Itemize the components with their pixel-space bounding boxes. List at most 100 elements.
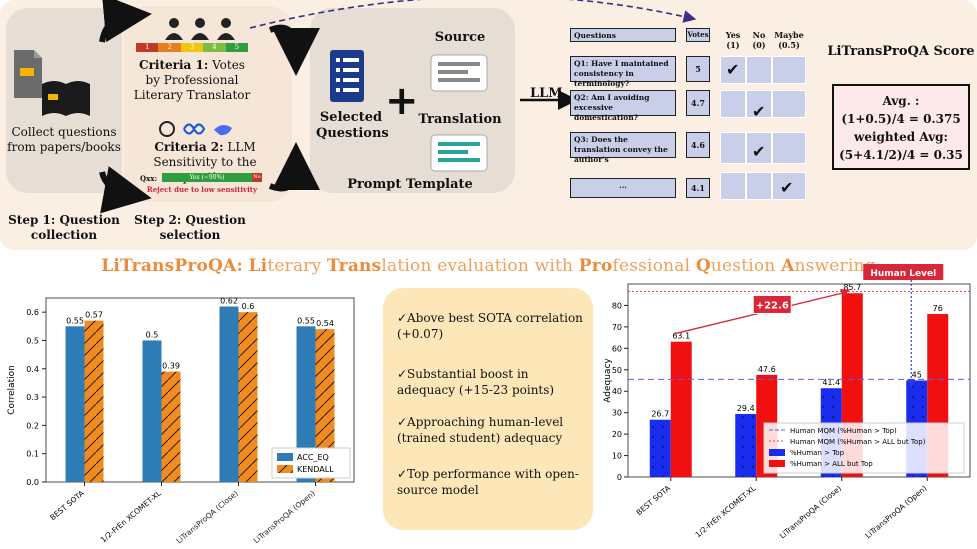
table-row-q3: Q3: Does the translation convey the auth… [570,132,676,164]
check-q2-no: ✔ [752,102,766,121]
legend-label: Human MQM (%Human > ALL but Top) [790,438,926,446]
data-label: 47.6 [758,365,776,374]
header-votes: Votes [686,28,710,42]
x-tick-label: 1/2-FrEn XCOMET-XL [694,483,759,539]
header-maybe: Maybe (0.5) [774,30,804,50]
sensitivity-bar: Yes (~90%) [162,173,252,182]
x-tick-label: LiTransProQA (Open) [252,489,317,546]
selected-questions: Selected Questions [316,110,389,141]
bar-kendall [238,312,258,482]
y-tick-label: 0.0 [26,478,39,487]
header-questions: Questions [570,28,676,42]
translation-label: Translation [418,112,502,127]
legend-swatch [769,449,785,456]
header-no: No (0) [752,30,766,50]
y-tick-label: 20 [612,430,622,439]
check-more-maybe: ✔ [780,178,794,197]
bar-kendall [161,371,181,482]
score-line4: (5+4.1/2)/4 = 0.35 [839,148,963,162]
bar-acc-eq [219,306,239,482]
score-box: Avg. : (1+0.5)/4 = 0.375 weighted Avg: (… [832,84,970,170]
legend-box [763,422,965,474]
data-label: 41.4 [822,378,840,387]
table-row-q2: Q2: Am I avoiding excessive domesticatio… [570,90,676,122]
sensitivity-bar-no: No [252,173,262,182]
y-tick-label: 70 [612,323,622,332]
data-label: 0.54 [316,319,334,328]
bar-human-all-but-top [670,341,692,477]
legend-swatch [277,465,293,473]
y-tick-label: 0.5 [26,336,39,345]
source-label: Source [434,30,486,45]
bar-acc-eq [65,326,85,482]
legend-label: %Human > ALL but Top [790,460,873,468]
votes-q1: 5 [686,56,710,82]
document-book-icon [14,50,90,116]
y-axis-label: Adequacy [603,358,613,403]
data-label: 63.1 [672,332,690,341]
data-label: 0.5 [146,330,159,339]
data-label: 85.7 [843,283,861,292]
human-level-box [863,264,944,280]
llm-logos-icon [159,121,232,137]
takeaways-box: ✓Above best SOTA correlation (+0.07) ✓Su… [383,288,593,530]
bar-kendall [315,329,335,482]
legend-label: KENDALL [297,465,334,474]
y-tick-label: 10 [612,452,622,461]
data-label: 0.55 [297,316,315,325]
data-label: 0.39 [162,362,180,371]
votes-q2: 4.7 [686,90,710,116]
bar-human-top [649,419,671,477]
step2-label: Step 2: Question selection [134,213,246,242]
data-label: 0.6 [242,302,255,311]
legend-label: ACC_EQ [297,453,329,462]
table-row-q1: Q1: Have I maintained consistency in ter… [570,56,676,88]
annotation-label: +22.6 [756,300,789,311]
y-tick-label: 0.1 [26,450,39,459]
table-row-more: ... [570,178,676,198]
translators-icon [165,18,235,40]
data-label: 76 [933,304,943,313]
data-label: 29.4 [737,404,755,413]
y-tick-label: 0 [617,473,622,482]
human-level-arrowhead [907,379,916,388]
score-line2: (1+0.5)/4 = 0.375 [841,112,961,126]
votes-more: 4.1 [686,178,710,198]
flow-arrows [99,0,697,214]
human-level-label: Human Level [870,269,936,279]
step1-label: Step 1: Question collection [8,213,120,242]
y-tick-label: 0.2 [26,421,39,430]
legend-label: %Human > Top [790,449,845,457]
rating-scale: 1 2 3 4 5 [136,43,249,52]
takeaway-2: ✓Substantial boost in adequacy (+15-23 p… [397,367,555,397]
legend-swatch [277,453,293,461]
improvement-arrowhead [839,289,850,298]
data-label: 0.62 [220,296,238,305]
y-tick-label: 50 [612,366,622,375]
x-tick-label: BEST SOTA [635,483,673,517]
legend-label: Human MQM (%Human > Top) [790,427,897,435]
plus-sign: + [385,78,419,124]
y-tick-label: 0.6 [26,308,39,317]
data-label: 26.7 [651,410,669,419]
legend-swatch [769,460,785,467]
data-label: 0.57 [85,311,103,320]
prompt-template-label: Prompt Template [347,177,473,192]
y-tick-label: 40 [612,387,622,396]
header-yes: Yes (1) [725,30,741,50]
score-line3: weighted Avg: [853,130,948,144]
y-tick-label: 80 [612,301,622,310]
takeaway-4: ✓Top performance with open-source model [397,467,579,497]
x-tick-label: LiTransProQA (Close) [778,484,843,541]
x-tick-label: LiTransProQA (Close) [174,489,239,546]
score-line1: Avg. : [882,94,920,108]
bar-human-top [735,413,757,477]
collect-caption: Collect questions from papers/books [7,125,121,154]
score-title: LiTransProQA Score [827,44,975,59]
y-axis-label: Correlation [7,365,17,415]
x-tick-label: 1/2-FrEn XCOMET-XL [99,488,164,544]
takeaway-3: ✓Approaching human-level (trained studen… [397,415,564,445]
question-table: Questions Votes Yes (1) No (0) Maybe (0.… [570,28,806,204]
title-banner: LiTransProQA: Literary Translation evalu… [101,256,876,276]
sensitivity-label: Qxx: [140,174,158,183]
